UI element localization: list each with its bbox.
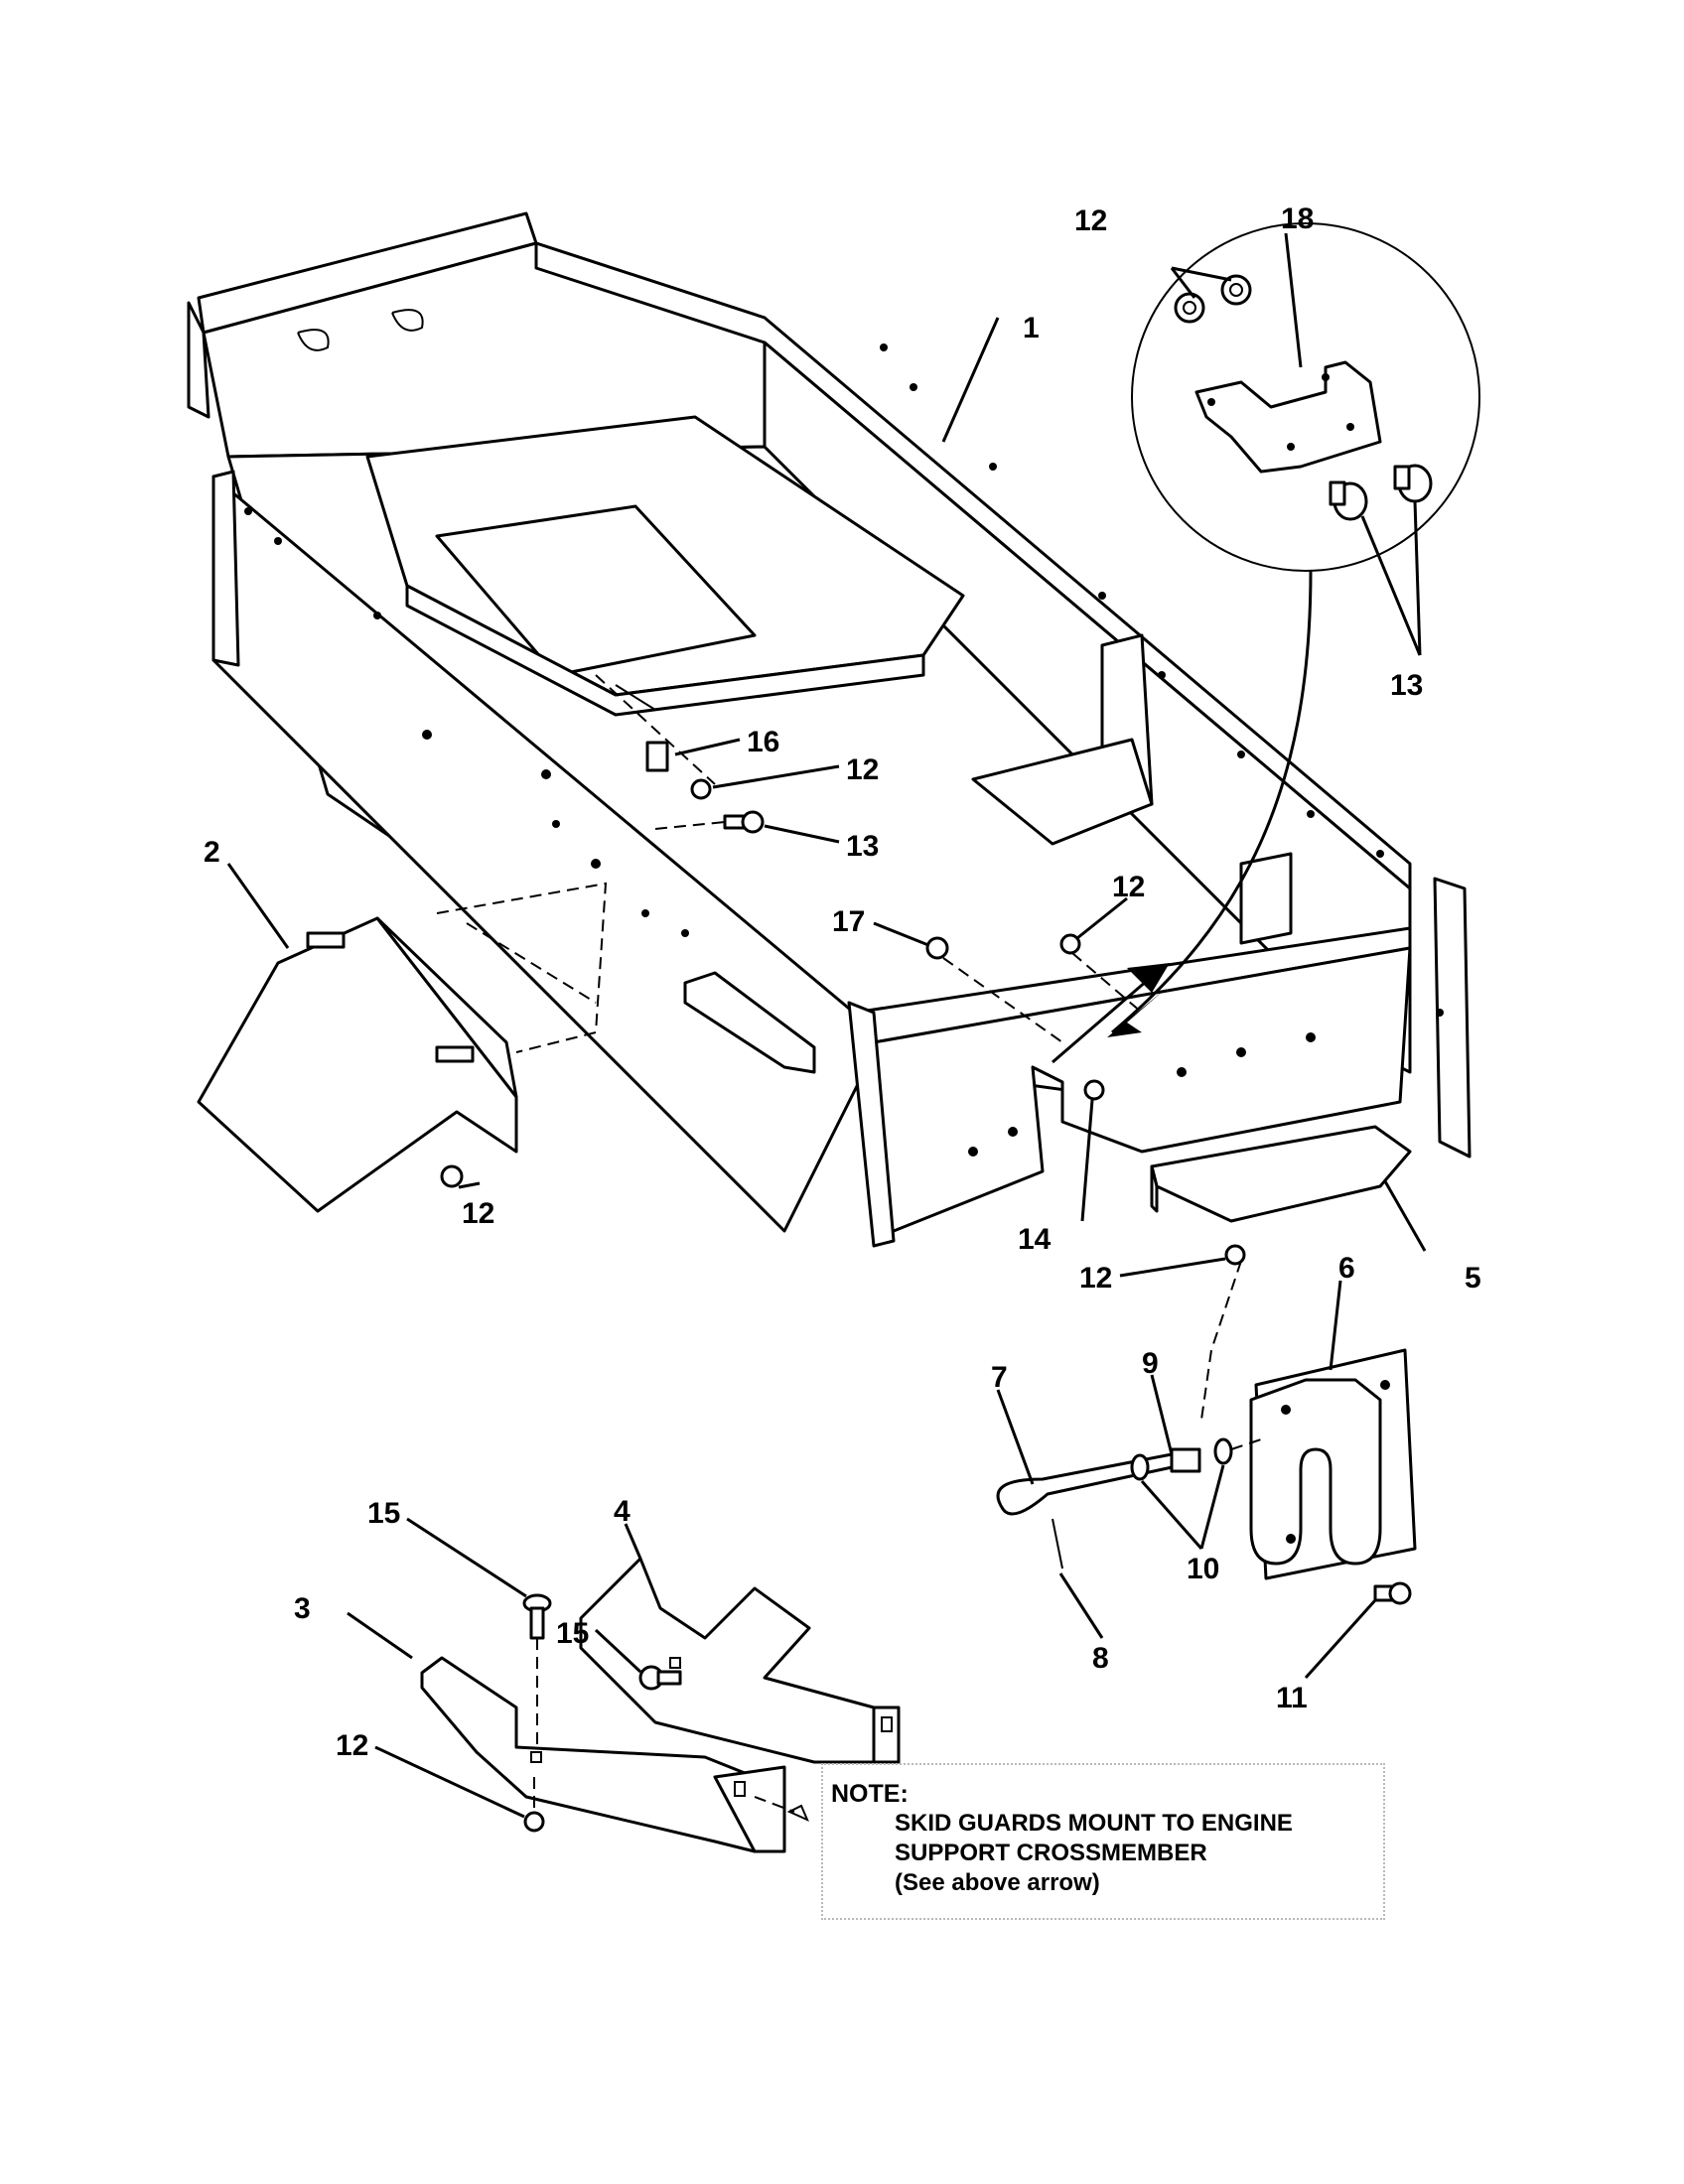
nut-part-12-mid	[1059, 933, 1081, 955]
nut-part-12-bottom	[523, 1811, 545, 1833]
callout-12-inset: 12	[1074, 205, 1107, 237]
callout-17: 17	[832, 905, 865, 938]
washer-part-10-right	[1213, 1437, 1233, 1465]
bolt-part-11	[1373, 1581, 1412, 1605]
callout-12-bottom: 12	[336, 1729, 368, 1762]
callout-7: 7	[991, 1361, 1008, 1394]
plate-part-5	[1150, 1125, 1412, 1223]
callout-13-inset: 13	[1390, 669, 1423, 702]
nut-part-12-left	[440, 1164, 464, 1188]
callout-12-upper: 12	[846, 753, 879, 786]
bolt-part-15-side	[638, 1665, 682, 1691]
callout-18: 18	[1281, 203, 1314, 235]
note-line-3: (See above arrow)	[895, 1869, 1100, 1896]
callout-3: 3	[294, 1592, 311, 1625]
detail-arrow	[1111, 570, 1313, 1034]
spring-part-9	[1170, 1447, 1201, 1473]
pin-hardware	[996, 1437, 1412, 1605]
callout-12-lower: 12	[1079, 1262, 1112, 1295]
frame-hardware	[595, 674, 1246, 1421]
cover-part-2	[197, 882, 608, 1213]
detail-arrowhead	[1107, 988, 1167, 1037]
callout-14: 14	[1018, 1223, 1052, 1256]
clip-part-16	[645, 741, 669, 772]
nut-part-17	[925, 936, 949, 960]
callout-8: 8	[1092, 1642, 1109, 1675]
callout-2: 2	[204, 836, 220, 869]
note-line-2: SUPPORT CROSSMEMBER	[895, 1840, 1207, 1866]
bracket-part-18	[1194, 360, 1382, 474]
bolt-part-13-lower	[723, 810, 765, 834]
nut-part-12-lower	[1224, 1244, 1246, 1266]
callout-16: 16	[747, 726, 779, 758]
callout-4: 4	[614, 1495, 631, 1528]
note-line-1: SKID GUARDS MOUNT TO ENGINE	[895, 1810, 1293, 1837]
callout-11: 11	[1276, 1682, 1308, 1714]
callout-1: 1	[1023, 312, 1040, 344]
nut-part-12-upper	[690, 778, 712, 800]
callout-15-top: 15	[367, 1497, 400, 1530]
washer-part-10-left	[1130, 1453, 1150, 1481]
washer-part-14	[1083, 1079, 1105, 1101]
callout-6: 6	[1338, 1252, 1355, 1285]
callout-15-side: 15	[556, 1617, 589, 1650]
hitch-part-6	[1249, 1348, 1417, 1580]
nuts-part-12-inset	[1174, 274, 1252, 324]
callout-labels: 1 12 18 13 16 12 13 2 17 12 12 14 12 5 6…	[204, 203, 1481, 1762]
callout-5: 5	[1465, 1262, 1481, 1295]
note-box: NOTE: SKID GUARDS MOUNT TO ENGINE SUPPOR…	[821, 1763, 1385, 1920]
bolt-part-15-top	[522, 1593, 552, 1640]
callout-13-lower: 13	[846, 830, 879, 863]
callout-9: 9	[1142, 1347, 1159, 1380]
leader-lines	[226, 232, 1427, 1819]
skid-guard-part-3	[420, 1593, 809, 1853]
callout-12-mid: 12	[1112, 871, 1145, 903]
note-title: NOTE:	[831, 1780, 909, 1808]
callout-10: 10	[1187, 1553, 1219, 1585]
callout-12-left: 12	[462, 1197, 494, 1230]
detail-inset	[1052, 222, 1480, 1064]
skid-guard-part-4	[579, 1557, 901, 1764]
